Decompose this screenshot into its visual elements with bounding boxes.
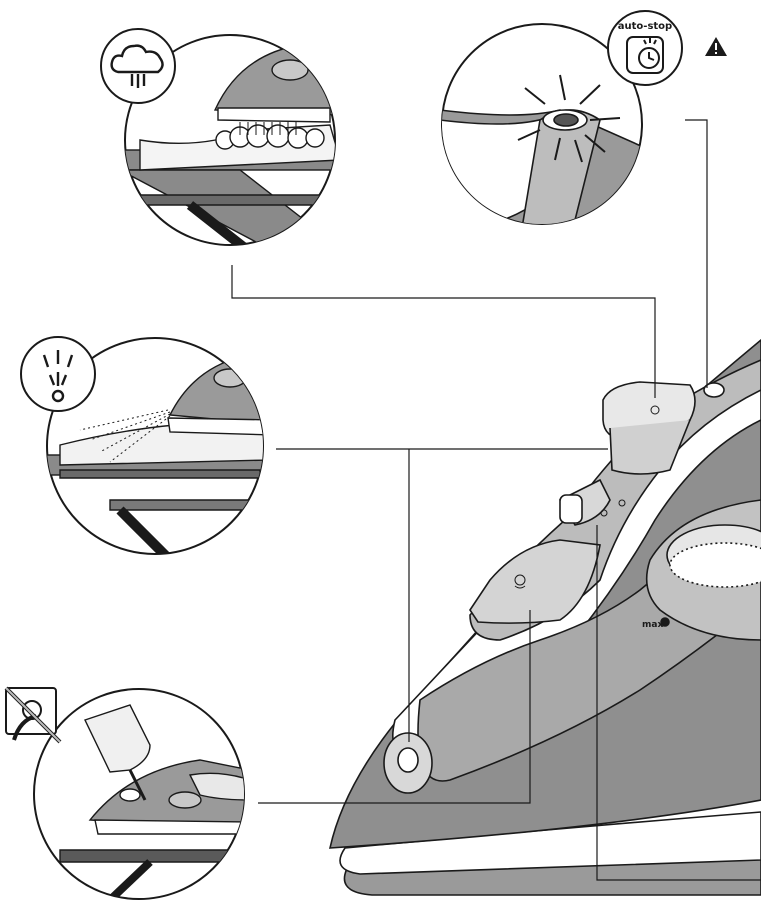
auto-stop-badge: auto-stop xyxy=(608,11,682,85)
detail-filling xyxy=(34,689,250,900)
spray-icon xyxy=(21,337,95,411)
leader-steam xyxy=(232,265,655,398)
no-plug-icon xyxy=(6,688,60,742)
steam-cloud-icon xyxy=(101,29,175,103)
warning-triangle-icon xyxy=(705,37,727,56)
leader-auto-stop xyxy=(685,120,707,388)
thermostat-max-label: max xyxy=(642,620,663,630)
auto-stop-label: auto-stop xyxy=(618,21,672,32)
iron-body xyxy=(330,340,761,895)
